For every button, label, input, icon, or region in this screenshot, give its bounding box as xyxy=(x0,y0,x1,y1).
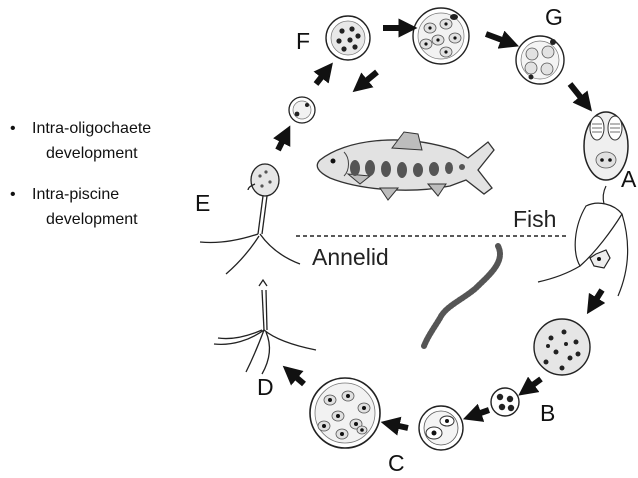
region-label-annelid: Annelid xyxy=(312,244,389,270)
annelid-worm xyxy=(421,243,503,349)
stage-label-a: A xyxy=(621,166,637,192)
stage-b-pansporocyst-large xyxy=(533,318,591,376)
bullet-marker: • xyxy=(10,120,16,137)
arrow-g-to-g2 xyxy=(484,30,519,49)
region-label-fish: Fish xyxy=(513,206,557,232)
bullet-text-line1: Intra-oligochaete xyxy=(32,120,152,137)
bullet-marker: • xyxy=(10,186,16,203)
stage-label-g: G xyxy=(545,4,563,30)
arrow-b2-to-c xyxy=(462,403,490,422)
stage-f-small-cell xyxy=(288,96,316,124)
bullet-text-line2: development xyxy=(46,145,138,162)
stage-a-actinospore xyxy=(537,185,629,297)
stage-label-c: C xyxy=(388,450,405,476)
arrow-a-to-b xyxy=(586,288,606,315)
stage-d-triradiate-spore xyxy=(213,278,317,375)
myxospore xyxy=(583,111,629,181)
arrow-b-to-b2 xyxy=(518,376,543,396)
bullet-text-line1: Intra-piscine xyxy=(32,186,120,203)
stage-label-b: B xyxy=(540,400,556,426)
arrow-return-fish xyxy=(352,69,379,93)
bullet-intra-piscine: • Intra-piscine development xyxy=(8,182,198,232)
stage-c-binucleate-cell xyxy=(418,405,464,451)
stage-g-multicell-sporoblast xyxy=(412,7,470,65)
development-list: • Intra-oligochaete development • Intra-… xyxy=(8,116,198,248)
arrow-g2-to-myxospore xyxy=(567,82,592,112)
stage-label-d: D xyxy=(257,374,274,400)
stage-g-sporoblast-four-cell xyxy=(515,35,565,85)
bullet-text-line2: development xyxy=(46,211,138,228)
stage-c-multicellular-cyst xyxy=(309,377,381,449)
stage-f-sporoblast xyxy=(325,15,371,61)
fish-illustration xyxy=(316,131,495,201)
arrow-small-to-f xyxy=(313,62,333,86)
stage-label-f: F xyxy=(296,28,311,54)
arrow-c2-to-d xyxy=(282,365,306,387)
bullet-intra-oligochaete: • Intra-oligochaete development xyxy=(8,116,198,166)
stage-e-triradiate-with-sporoplasm xyxy=(199,163,301,275)
cycle-arrows xyxy=(273,18,606,436)
stage-label-e: E xyxy=(195,190,211,216)
arrow-c-to-c2 xyxy=(380,416,409,436)
arrow-e-to-small xyxy=(273,125,291,152)
stage-b-pansporocyst-small xyxy=(490,387,520,417)
